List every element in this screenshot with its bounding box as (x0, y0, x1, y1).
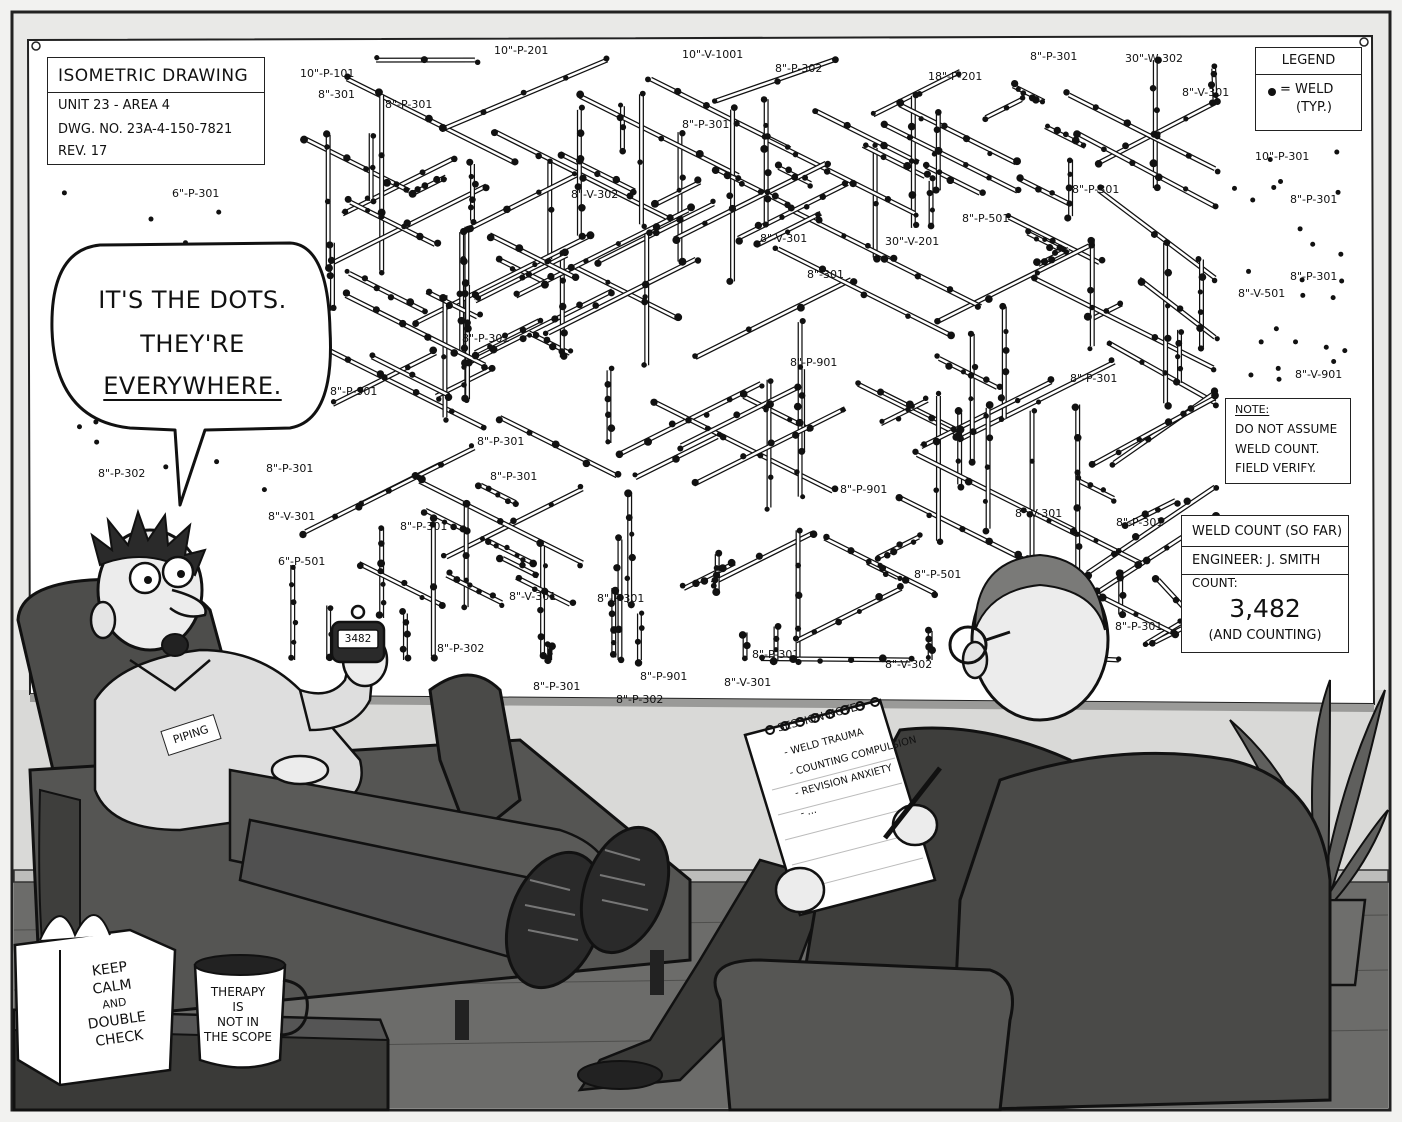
pipe-label: 8"-P-501 (914, 568, 962, 581)
count-label: COUNT: (1192, 576, 1238, 590)
pipe-label: 8"-P-302 (616, 693, 664, 706)
note-box: NOTE: DO NOT ASSUME WELD COUNT. FIELD VE… (1225, 398, 1351, 484)
pipe-label: 8"-P-301 (1070, 372, 1118, 385)
pipe-label: 10"-P-301 (1255, 150, 1310, 163)
pipe-label: 8"-P-301 (477, 435, 525, 448)
pipe-label: 8"-P-301 (1030, 50, 1078, 63)
engineer-name: ENGINEER: J. SMITH (1192, 553, 1321, 568)
unit-area: UNIT 23 - AREA 4 (58, 98, 171, 113)
mug-text: THERAPY IS NOT IN THE SCOPE (198, 985, 278, 1045)
counter-display: 3482 (344, 632, 372, 645)
pipe-label: 8"-P-301 (462, 332, 510, 345)
pipe-label: 8"-V-301 (509, 590, 557, 603)
legend-box: LEGEND = WELD (TYP.) (1255, 47, 1362, 131)
pipe-label: 8"-V-302 (885, 658, 933, 671)
pipe-label: 6"-P-301 (172, 187, 220, 200)
revision: REV. 17 (58, 144, 108, 159)
pipe-label: 8"-V-301 (268, 510, 316, 523)
pipe-label: 8"-P-301 (1116, 516, 1164, 529)
weld-count-box: WELD COUNT (SO FAR) ENGINEER: J. SMITH C… (1181, 515, 1349, 653)
pipe-label: 10"-P-201 (494, 44, 549, 57)
pipe-label: 8"-P-901 (640, 670, 688, 683)
pipe-label: 8"-P-301 (1290, 270, 1338, 283)
pipe-label: 8"-V-302 (571, 188, 619, 201)
pipe-label: 8"-P-302 (98, 467, 146, 480)
pipe-label: 18"-P-201 (928, 70, 983, 83)
pipe-label: 10"-V-1001 (682, 48, 744, 61)
pipe-label: 8"-P-302 (775, 62, 823, 75)
pipe-label: 8"-P-901 (790, 356, 838, 369)
note-line-1: DO NOT ASSUME (1235, 422, 1338, 436)
weld-count-header: WELD COUNT (SO FAR) (1192, 524, 1343, 539)
legend-weld: = WELD (1280, 82, 1334, 97)
pipe-label: 8"-P-301 (752, 648, 800, 661)
legend-title: LEGEND (1281, 53, 1336, 68)
pipe-label: 8"-P-302 (437, 642, 485, 655)
pipe-label: 8"-V-901 (1295, 368, 1343, 381)
pipe-label: 8"-P-301 (385, 98, 433, 111)
pipe-label: 8"-P-501 (962, 212, 1010, 225)
pipe-label: 8"-P-301 (266, 462, 314, 475)
speech-line-1: IT'S THE DOTS. (98, 286, 287, 314)
pipe-label: 8"-P-901 (840, 483, 888, 496)
pipe-label: 6"-P-501 (278, 555, 326, 568)
note-title: NOTE: (1235, 403, 1270, 416)
pipe-label: 8"-P-301 (597, 592, 645, 605)
pipe-label: 8"-P-901 (330, 385, 378, 398)
pipe-label: 8"-P-301 (490, 470, 538, 483)
pipe-label: 8"-301 (318, 88, 356, 101)
drawing-title: ISOMETRIC DRAWING (58, 66, 249, 86)
pipe-label: 8"-P-301 (400, 520, 448, 533)
pipe-label: 8"-V-301 (760, 232, 808, 245)
pipe-label: 8"-V-501 (1238, 287, 1286, 300)
count-subtext: (AND COUNTING) (1208, 628, 1322, 643)
mug-line-4: THE SCOPE (203, 1030, 272, 1044)
pipe-label: 8"-301 (807, 268, 845, 281)
count-value: 3,482 (1229, 594, 1301, 623)
pipe-label: 8"-P-301 (533, 680, 581, 693)
drawing-number: DWG. NO. 23A-4-150-7821 (58, 122, 233, 137)
mug-line-2: IS (232, 1000, 244, 1014)
legend-typ: (TYP.) (1296, 100, 1332, 115)
speech-line-2: THEY'RE (140, 330, 245, 358)
pipe-label: 8"-P-301 (682, 118, 730, 131)
note-line-3: FIELD VERIFY. (1235, 461, 1317, 475)
pipe-label: 8"-P-301 (1115, 620, 1163, 633)
title-block: ISOMETRIC DRAWING UNIT 23 - AREA 4 DWG. … (47, 57, 265, 165)
tissue-box-text: KEEP CALM AND DOUBLE CHECK (56, 953, 172, 1055)
pipe-label: 8"-P-301 (1290, 193, 1338, 206)
mug-line-3: NOT IN (216, 1015, 260, 1029)
pipe-label: 8"-P-301 (1072, 183, 1120, 196)
mug-line-1: THERAPY (210, 985, 266, 999)
weld-dot-icon (1268, 88, 1276, 96)
note-line-2: WELD COUNT. (1235, 442, 1320, 456)
speech-line-3: EVERYWHERE. (103, 372, 282, 400)
pipe-label: 10"-P-101 (300, 67, 355, 80)
pipe-label: 8"-V-301 (724, 676, 772, 689)
pipe-label: 30"-W-302 (1125, 52, 1183, 65)
pipe-label: 30"-V-201 (885, 235, 940, 248)
pipe-label: 8"-V-301 (1015, 507, 1063, 520)
pipe-label: 8"-V-301 (1182, 86, 1230, 99)
